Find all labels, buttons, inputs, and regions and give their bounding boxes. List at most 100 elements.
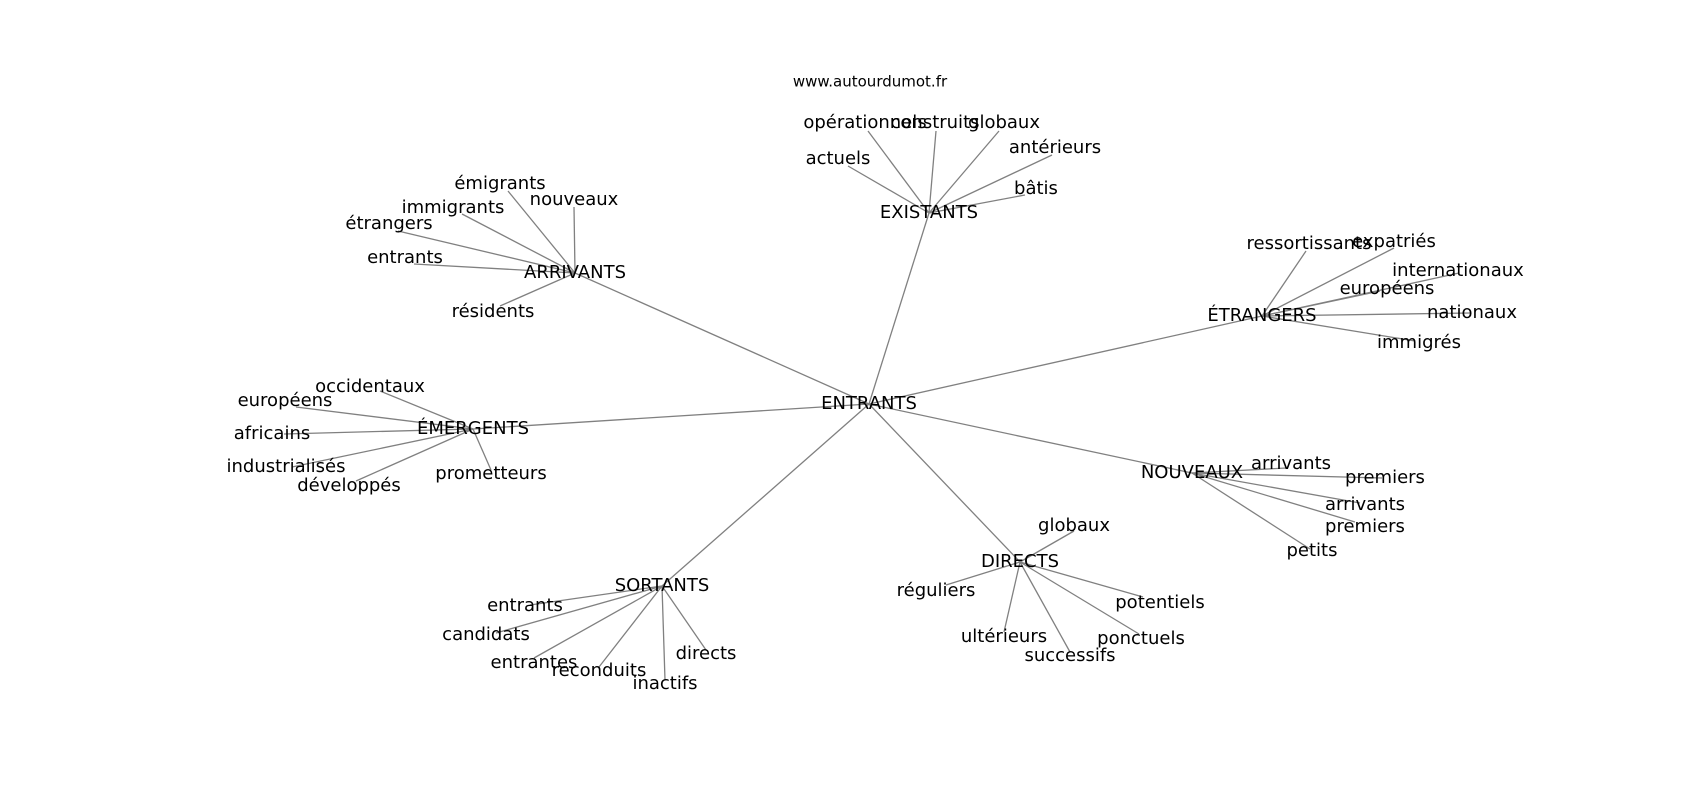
leaf-node-etrangers-5: immigrés bbox=[1377, 332, 1461, 353]
edge-etrangers-leaf-4 bbox=[1261, 312, 1471, 317]
edge-sortants-leaf-0 bbox=[529, 585, 663, 606]
edge-existants-leaf-0 bbox=[867, 130, 930, 214]
leaf-node-existants-1: construits bbox=[891, 112, 980, 133]
edge-directs-leaf-3 bbox=[1003, 561, 1021, 633]
edge-center-directs bbox=[868, 403, 1021, 563]
edge-sortants-leaf-5 bbox=[661, 585, 707, 651]
edge-etrangers-leaf-0 bbox=[1261, 250, 1307, 317]
edge-emergents-leaf-3 bbox=[291, 428, 474, 468]
leaf-node-emergents-0: occidentaux bbox=[315, 376, 425, 397]
leaf-node-sortants-4: inactifs bbox=[632, 673, 697, 694]
leaf-node-sortants-5: directs bbox=[676, 643, 737, 664]
leaf-node-emergents-2: africains bbox=[234, 423, 310, 444]
leaf-node-existants-3: actuels bbox=[806, 148, 871, 169]
leaf-node-directs-5: successifs bbox=[1024, 645, 1115, 666]
edge-nouveaux-leaf-2 bbox=[1191, 472, 1361, 504]
leaf-node-arrivants-0: émigrants bbox=[454, 173, 545, 194]
leaf-node-nouveaux-0: arrivants bbox=[1251, 453, 1331, 474]
hub-node-existants: EXISTANTS bbox=[880, 202, 978, 223]
leaf-node-emergents-4: développés bbox=[297, 475, 401, 496]
edge-emergents-leaf-0 bbox=[379, 390, 474, 430]
edge-center-existants bbox=[868, 212, 930, 405]
leaf-node-etrangers-4: nationaux bbox=[1427, 302, 1517, 323]
leaf-node-arrivants-2: nouveaux bbox=[530, 189, 619, 210]
leaf-node-directs-3: ultérieurs bbox=[961, 626, 1047, 647]
edge-directs-leaf-1 bbox=[945, 561, 1021, 586]
edge-etrangers-leaf-5 bbox=[1261, 315, 1416, 342]
edge-emergents-leaf-5 bbox=[472, 428, 492, 471]
leaf-node-nouveaux-1: premiers bbox=[1345, 467, 1425, 488]
edge-existants-leaf-5 bbox=[928, 194, 1026, 214]
edge-arrivants-leaf-0 bbox=[507, 190, 576, 274]
hub-node-nouveaux: NOUVEAUX bbox=[1141, 462, 1243, 483]
edge-emergents-leaf-1 bbox=[295, 406, 474, 430]
leaf-node-nouveaux-4: petits bbox=[1287, 540, 1338, 561]
edge-existants-leaf-4 bbox=[928, 154, 1053, 214]
edge-existants-leaf-1 bbox=[928, 130, 937, 214]
edge-etrangers-leaf-3 bbox=[1261, 290, 1381, 317]
edge-emergents-leaf-4 bbox=[355, 428, 474, 482]
graph-edges bbox=[283, 130, 1471, 681]
leaf-node-arrivants-3: étrangers bbox=[345, 213, 432, 234]
leaf-node-directs-4: ponctuels bbox=[1097, 628, 1185, 649]
edge-center-etrangers bbox=[868, 315, 1263, 405]
leaf-node-nouveaux-3: premiers bbox=[1325, 516, 1405, 537]
edge-sortants-leaf-2 bbox=[533, 585, 663, 659]
edge-nouveaux-leaf-0 bbox=[1191, 467, 1287, 474]
leaf-node-arrivants-5: résidents bbox=[452, 301, 535, 322]
leaf-node-etrangers-3: européens bbox=[1340, 278, 1435, 299]
leaf-node-directs-1: réguliers bbox=[897, 580, 976, 601]
source-watermark: www.autourdumot.fr bbox=[793, 73, 948, 91]
edge-sortants-leaf-3 bbox=[598, 585, 663, 668]
edge-directs-leaf-2 bbox=[1019, 561, 1144, 598]
leaf-node-nouveaux-2: arrivants bbox=[1325, 494, 1405, 515]
center-node: ENTRANTS bbox=[821, 393, 917, 414]
edge-directs-leaf-0 bbox=[1019, 530, 1075, 563]
leaf-node-emergents-3: industrialisés bbox=[227, 456, 346, 477]
leaf-node-existants-0: opérationnels bbox=[803, 112, 926, 133]
hub-node-directs: DIRECTS bbox=[981, 551, 1059, 572]
edge-existants-leaf-2 bbox=[928, 130, 1000, 214]
edge-center-sortants bbox=[661, 403, 870, 587]
edge-arrivants-leaf-2 bbox=[573, 206, 576, 274]
edge-center-nouveaux bbox=[868, 403, 1193, 474]
edge-nouveaux-leaf-1 bbox=[1191, 472, 1383, 479]
leaf-node-existants-4: antérieurs bbox=[1009, 137, 1101, 158]
leaf-node-sortants-0: entrants bbox=[487, 595, 563, 616]
edge-nouveaux-leaf-4 bbox=[1191, 472, 1311, 550]
leaf-node-emergents-1: européens bbox=[238, 390, 333, 411]
edge-center-emergents bbox=[472, 403, 870, 430]
hub-node-emergents: ÉMERGENTS bbox=[417, 417, 529, 439]
hub-node-arrivants: ARRIVANTS bbox=[524, 262, 626, 283]
leaf-node-sortants-2: entrantes bbox=[491, 652, 578, 673]
edge-emergents-leaf-2 bbox=[283, 428, 474, 435]
edge-arrivants-leaf-3 bbox=[397, 230, 576, 274]
leaf-node-existants-5: bâtis bbox=[1014, 178, 1058, 199]
leaf-node-etrangers-0: ressortissants bbox=[1247, 233, 1372, 254]
edge-nouveaux-leaf-3 bbox=[1191, 472, 1356, 523]
leaf-node-sortants-3: reconduits bbox=[552, 660, 647, 681]
edge-etrangers-leaf-1 bbox=[1261, 247, 1395, 317]
edge-existants-leaf-3 bbox=[847, 165, 930, 214]
leaf-node-directs-2: potentiels bbox=[1115, 592, 1205, 613]
leaf-node-arrivants-4: entrants bbox=[367, 247, 443, 268]
hub-node-sortants: SORTANTS bbox=[615, 575, 710, 596]
leaf-node-etrangers-1: expatriés bbox=[1352, 231, 1436, 252]
edge-sortants-leaf-1 bbox=[495, 585, 663, 634]
leaf-node-emergents-5: prometteurs bbox=[435, 463, 546, 484]
leaf-node-etrangers-2: internationaux bbox=[1392, 260, 1524, 281]
edge-center-arrivants bbox=[574, 272, 870, 405]
leaf-node-sortants-1: candidats bbox=[442, 624, 530, 645]
edge-arrivants-leaf-5 bbox=[499, 272, 576, 307]
edge-arrivants-leaf-1 bbox=[461, 213, 576, 274]
hub-node-etrangers: ÉTRANGERS bbox=[1207, 304, 1316, 326]
edge-sortants-leaf-4 bbox=[661, 585, 666, 681]
edge-directs-leaf-4 bbox=[1019, 561, 1140, 635]
graph-labels: www.autourdumot.fr opérationnelsconstrui… bbox=[227, 73, 1525, 695]
edge-directs-leaf-5 bbox=[1019, 561, 1071, 653]
leaf-node-directs-0: globaux bbox=[1038, 515, 1110, 536]
edge-arrivants-leaf-4 bbox=[413, 263, 576, 274]
leaf-node-existants-2: globaux bbox=[968, 112, 1040, 133]
leaf-node-arrivants-1: immigrants bbox=[402, 197, 505, 218]
